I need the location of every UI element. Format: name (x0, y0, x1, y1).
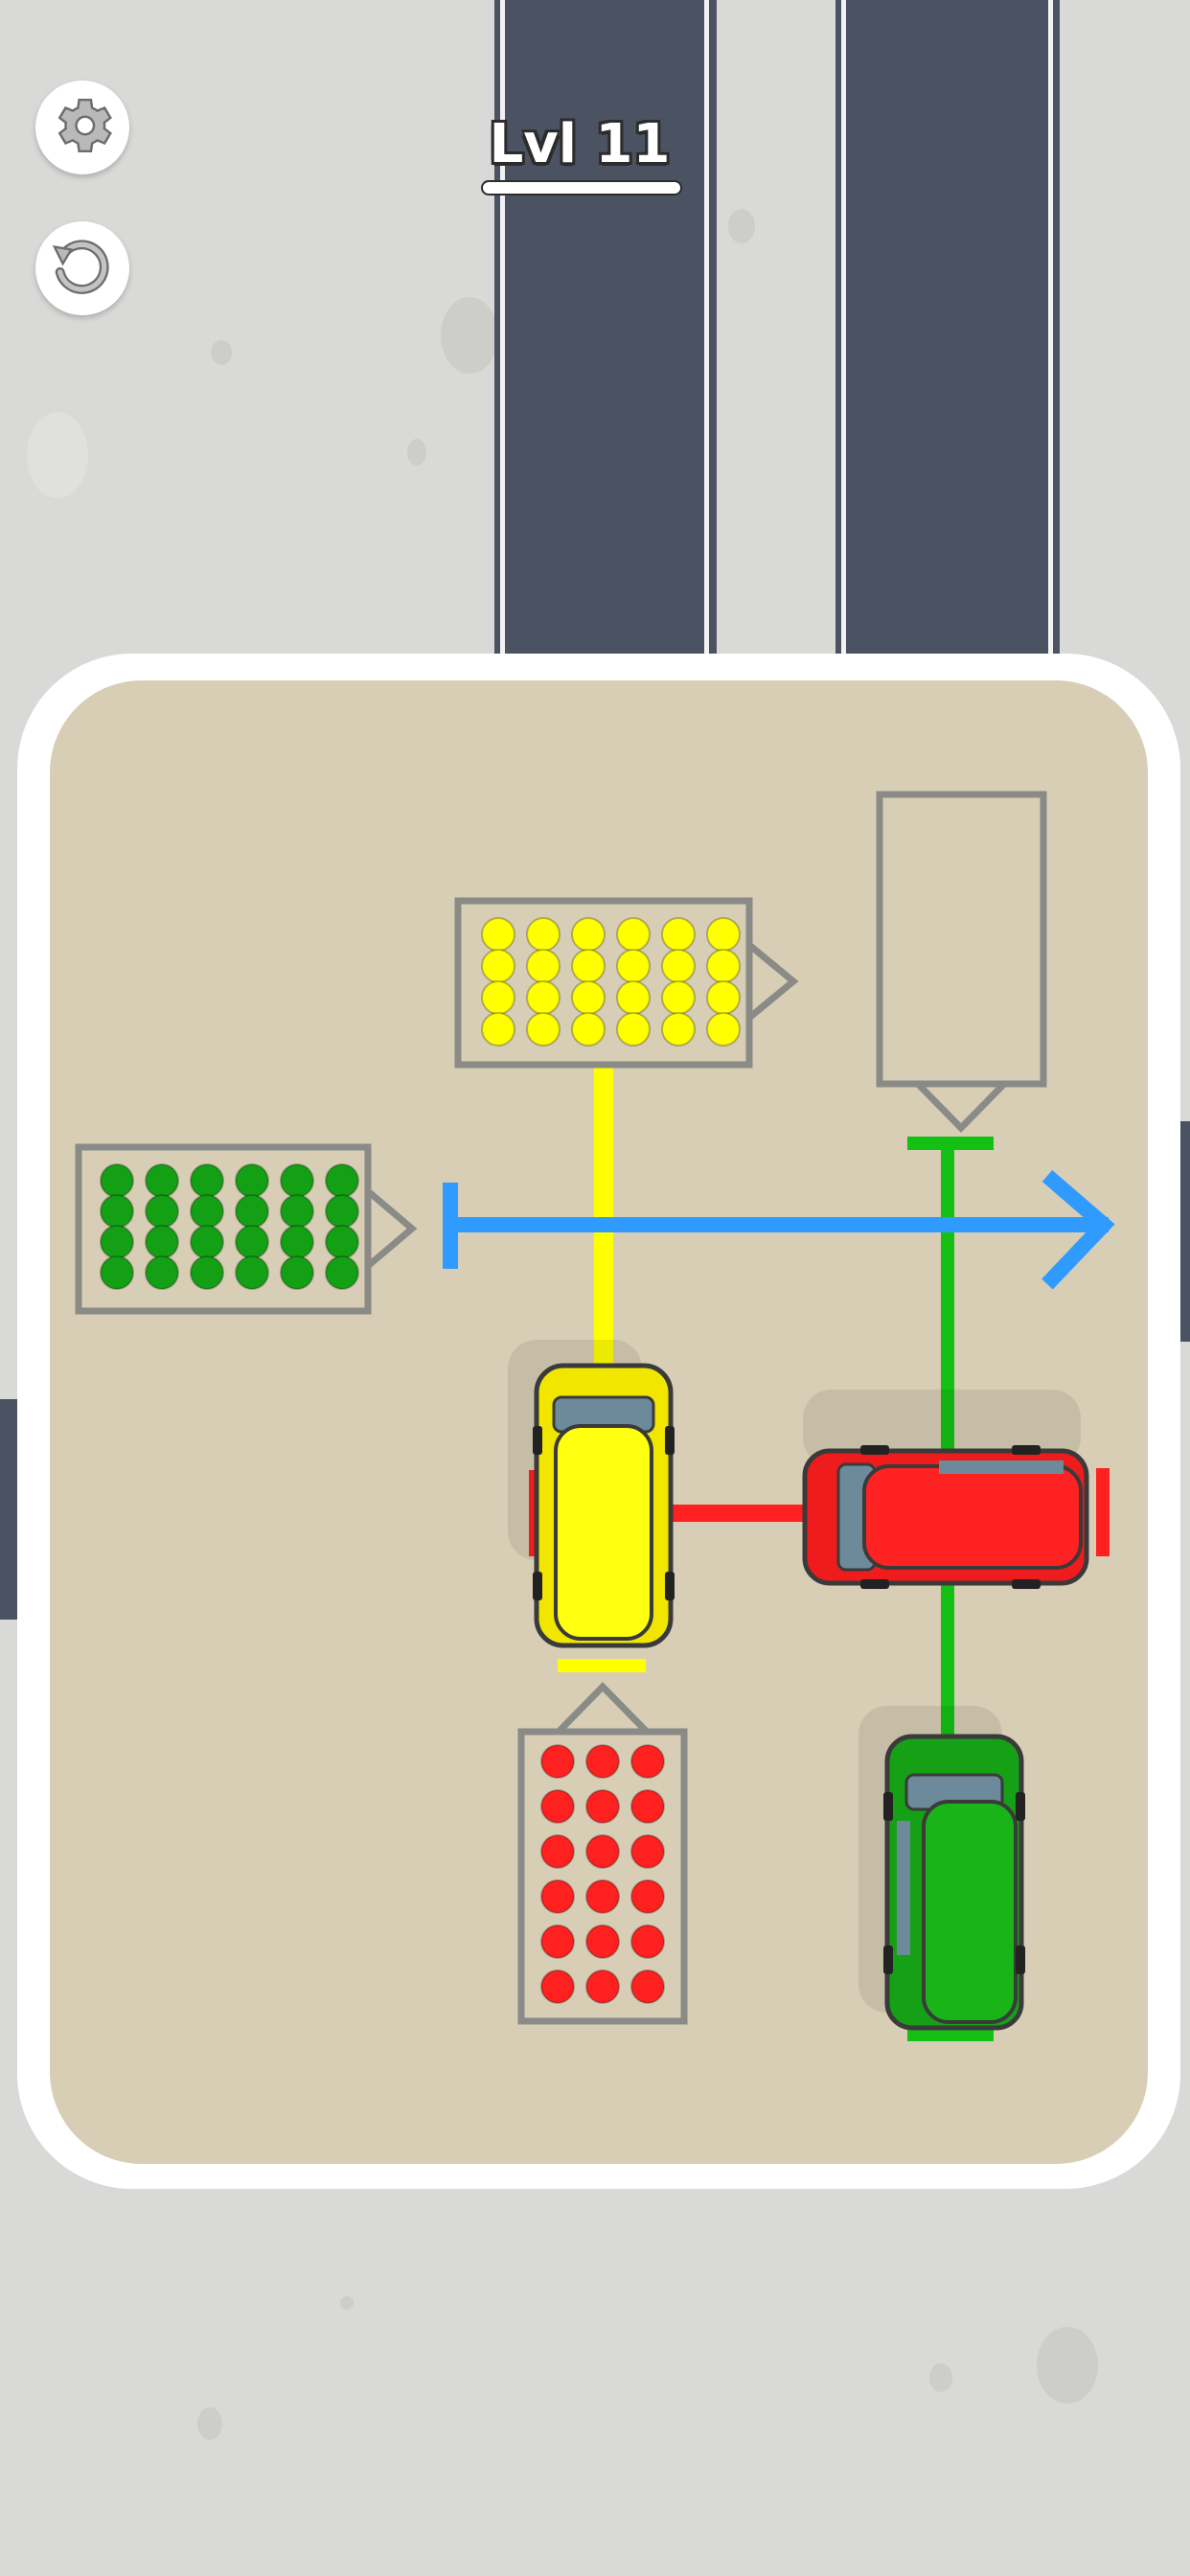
yellow-passenger-dock[interactable] (454, 897, 799, 1069)
passenger-ball (325, 1255, 359, 1290)
ground-stain (197, 2407, 222, 2440)
settings-button[interactable] (35, 80, 129, 174)
passenger-ball (585, 1969, 620, 2004)
passenger-ball (526, 980, 561, 1015)
passenger-ball (585, 1789, 620, 1824)
ground-stain (27, 412, 88, 498)
road-lane-right (835, 0, 1060, 661)
road-marking (1048, 0, 1053, 661)
passenger-ball (616, 949, 651, 983)
passenger-ball (325, 1163, 359, 1198)
road-marking (841, 0, 846, 661)
passenger-ball (145, 1194, 179, 1229)
road-marking (704, 0, 709, 661)
ground-stain (407, 439, 426, 466)
passenger-ball (325, 1194, 359, 1229)
passenger-ball (540, 1789, 575, 1824)
passenger-ball (706, 980, 741, 1015)
passenger-ball (571, 1012, 606, 1046)
passenger-ball (280, 1163, 314, 1198)
passenger-ball (661, 1012, 696, 1046)
passenger-ball (235, 1225, 269, 1259)
passenger-ball (616, 980, 651, 1015)
passenger-ball (325, 1225, 359, 1259)
passenger-ball (145, 1255, 179, 1290)
empty-dock[interactable] (876, 791, 1047, 1134)
ground-stain (1037, 2327, 1098, 2404)
passenger-ball (706, 949, 741, 983)
passenger-ball (481, 917, 515, 952)
red-passenger-dock[interactable] (517, 1681, 688, 2025)
passenger-ball (280, 1255, 314, 1290)
green-passenger-dock[interactable] (75, 1143, 418, 1315)
passenger-ball (481, 1012, 515, 1046)
passenger-ball (630, 1744, 665, 1779)
passenger-ball (571, 917, 606, 952)
blue-route (443, 1169, 1115, 1290)
passenger-ball (526, 1012, 561, 1046)
passenger-ball (540, 1834, 575, 1869)
passenger-ball (100, 1255, 134, 1290)
passenger-ball (280, 1225, 314, 1259)
road-marking (500, 0, 505, 661)
road-lane-left (494, 0, 717, 661)
passenger-ball (145, 1225, 179, 1259)
passenger-ball (540, 1924, 575, 1959)
passenger-ball (481, 949, 515, 983)
restart-button[interactable] (35, 221, 129, 315)
passenger-ball (585, 1744, 620, 1779)
level-label: Lvl 11 (489, 113, 671, 175)
ground-stain (441, 297, 498, 374)
passenger-ball (706, 917, 741, 952)
ground-stain (340, 2296, 354, 2310)
side-road-right (1180, 1121, 1190, 1342)
ground-stain (929, 2363, 952, 2392)
passenger-ball (190, 1255, 224, 1290)
passenger-ball (526, 949, 561, 983)
passenger-ball (661, 980, 696, 1015)
passenger-ball (616, 917, 651, 952)
passenger-ball (100, 1194, 134, 1229)
ground-stain (728, 209, 755, 243)
passenger-ball (616, 1012, 651, 1046)
passenger-ball (481, 980, 515, 1015)
passenger-ball (585, 1834, 620, 1869)
passenger-ball (706, 1012, 741, 1046)
ground-stain (211, 340, 232, 365)
passenger-ball (661, 949, 696, 983)
passenger-ball (585, 1879, 620, 1914)
passenger-ball (145, 1163, 179, 1198)
passenger-ball (190, 1225, 224, 1259)
passenger-ball (585, 1924, 620, 1959)
passenger-ball (571, 980, 606, 1015)
gear-icon (47, 90, 118, 165)
passenger-ball (540, 1744, 575, 1779)
passenger-ball (630, 1924, 665, 1959)
passenger-ball (526, 917, 561, 952)
red-bus[interactable] (802, 1445, 1089, 1589)
passenger-ball (630, 1789, 665, 1824)
restart-icon (49, 233, 116, 304)
passenger-ball (661, 917, 696, 952)
green-route (907, 1137, 994, 2041)
side-road-left (0, 1399, 17, 1620)
passenger-ball (235, 1255, 269, 1290)
passenger-ball (235, 1163, 269, 1198)
passenger-ball (630, 1969, 665, 2004)
passenger-ball (540, 1879, 575, 1914)
passenger-ball (540, 1969, 575, 2004)
level-progress-bar (481, 180, 682, 196)
passenger-ball (571, 949, 606, 983)
yellow-car[interactable] (533, 1363, 675, 1648)
green-bus[interactable] (883, 1734, 1025, 2031)
passenger-ball (630, 1879, 665, 1914)
passenger-ball (280, 1194, 314, 1229)
passenger-ball (630, 1834, 665, 1869)
passenger-ball (190, 1194, 224, 1229)
passenger-ball (235, 1194, 269, 1229)
passenger-ball (190, 1163, 224, 1198)
passenger-ball (100, 1163, 134, 1198)
passenger-ball (100, 1225, 134, 1259)
